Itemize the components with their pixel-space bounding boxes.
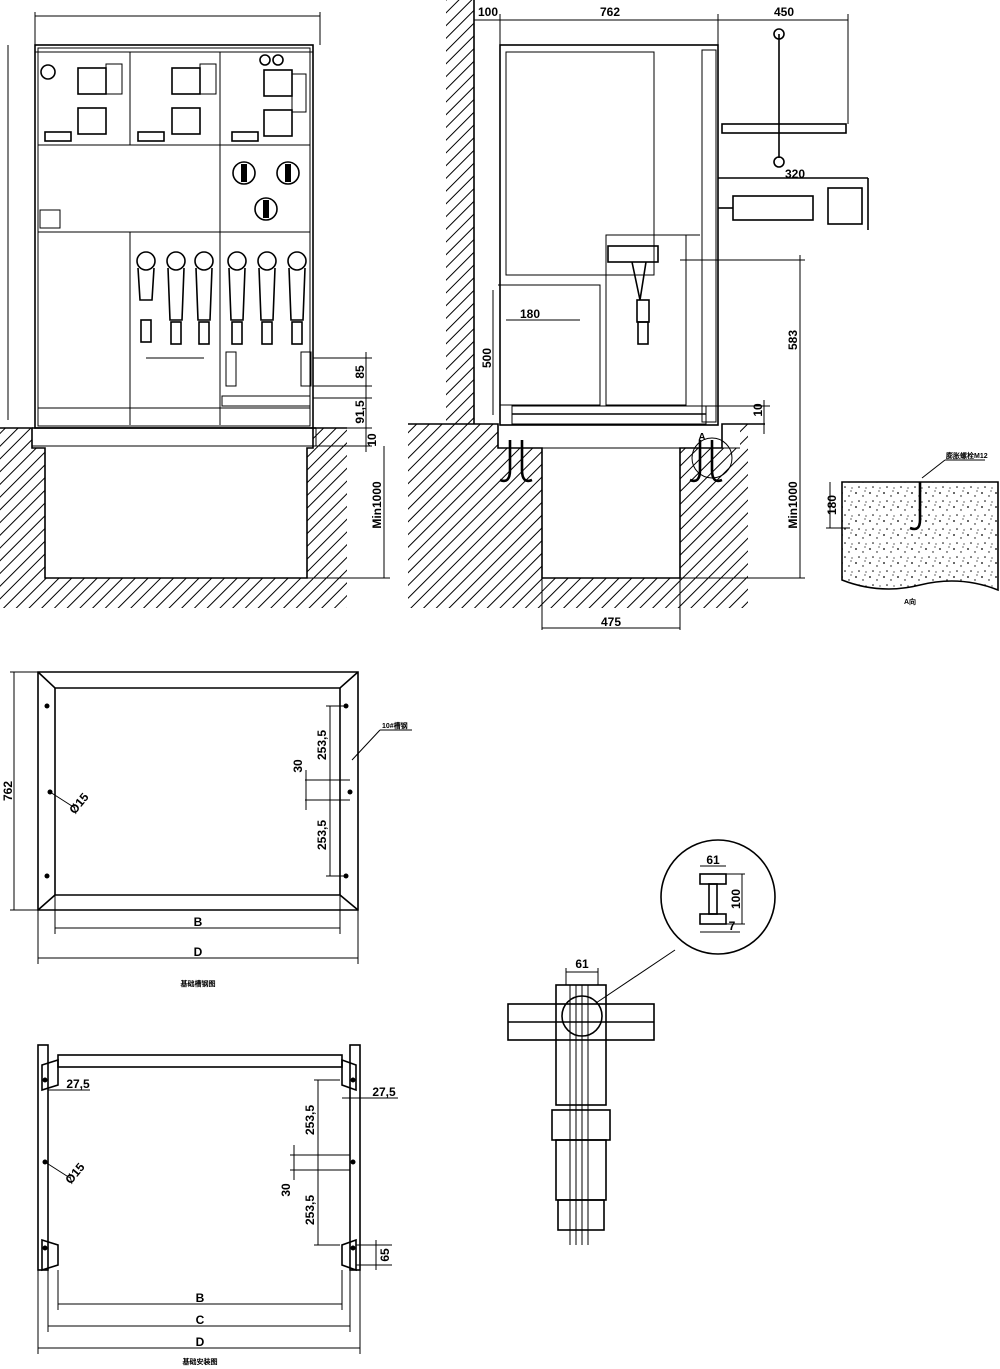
detail-a-anchor-note: 膨胀螺栓M12 [945,451,988,460]
side-ground-hatch [408,424,748,608]
side-anchor-hooks [499,437,733,483]
base-plan-2-width-c-dim: C [196,1313,205,1327]
base-plan-1-spacing-top-dim: 253,5 [315,730,329,760]
side-depth-dim: 762 [600,5,620,19]
detail-a-label: A向 [904,597,916,606]
detail-a-concrete [841,481,999,592]
base-plan-1-hole-dim: Ø15 [66,790,92,817]
relay-blocks [40,54,307,142]
base-plan-1-channel-note: 10#槽钢 [382,721,408,730]
front-cable-terminals [136,251,312,407]
side-compartment-height-dim: 500 [480,348,494,368]
side-pit-depth-dim: Min1000 [786,481,800,529]
channel-section-height-dim: 100 [729,889,743,909]
side-wall-hatch [446,0,474,424]
side-floor-offset-dim: 10 [751,403,765,417]
front-handle-dim: 85 [353,365,367,379]
base-plan-1-caption: 基础槽钢图 [180,979,216,988]
side-pit-width-dim: 475 [601,615,621,629]
base-plan-1-spacing-bottom-dim: 253,5 [315,820,329,850]
base-plan-1-slot-dim: 30 [291,759,305,773]
base-plan-2-edge-left-dim: 27,5 [66,1077,90,1091]
front-pit-depth-dim: Min1000 [370,481,384,529]
channel-section: 61 61 100 7 [507,839,776,1245]
base-plan-2-spacing-bottom-dim: 253,5 [303,1195,317,1225]
base-plan-1-outer-width-dim: D [194,945,203,959]
channel-section-width-dim: 61 [706,853,720,867]
side-bushing-height-dim: 583 [786,330,800,350]
front-view: 85 91,5 10 Min1000 [0,12,390,608]
base-plan-2: 27,5 27,5 Ø15 253,5 253,5 30 65 B C D 基础… [37,1044,398,1366]
channel-section-detail-circle [660,839,776,955]
base-plan-1-inner-width-dim: B [194,915,203,929]
channel-section-thickness-dim: 7 [729,919,736,933]
channel-section-detail-profile: 61 100 7 [699,853,745,933]
side-operating-space-dim: 450 [774,5,794,19]
side-anchor-label: A [698,432,705,443]
side-bushing [607,245,659,345]
base-plan-1: 762 Ø15 30 253,5 253,5 10#槽钢 B D 基础槽钢图 [1,671,412,988]
base-plan-1-depth-dim: 762 [1,781,15,801]
side-handle-reach-dim: 320 [785,167,805,181]
detail-a: 180 膨胀螺栓M12 A向 [825,451,999,606]
base-plan-2-edge-right-dim: 27,5 [372,1085,396,1099]
channel-section-body-width-dim: 61 [575,957,589,971]
side-cabinet [499,44,719,426]
front-meters [39,161,300,229]
side-view: 100 762 450 320 583 10 Min1000 475 500 1… [408,0,869,630]
side-compartment-width-dim: 180 [520,307,540,321]
base-plan-2-slot-dim: 30 [279,1183,293,1197]
side-wall-gap-dim: 100 [478,5,498,19]
base-plan-2-width-d-dim: D [196,1335,205,1349]
base-plan-2-caption: 基础安装图 [182,1357,218,1366]
front-floor-gap-dim: 10 [365,433,379,447]
front-cabinet [34,44,314,429]
base-plan-2-spacing-top-dim: 253,5 [303,1105,317,1135]
front-ground-hatch [0,428,347,608]
base-plan-2-hole-dim: Ø15 [62,1160,88,1187]
side-operating-handle [718,28,869,230]
detail-a-depth-dim: 180 [825,495,839,515]
base-plan-2-foot-dim: 65 [378,1248,392,1262]
base-plan-2-holes [42,1077,356,1251]
front-plinth-dim: 91,5 [353,400,367,424]
base-plan-2-width-b-dim: B [196,1291,205,1305]
